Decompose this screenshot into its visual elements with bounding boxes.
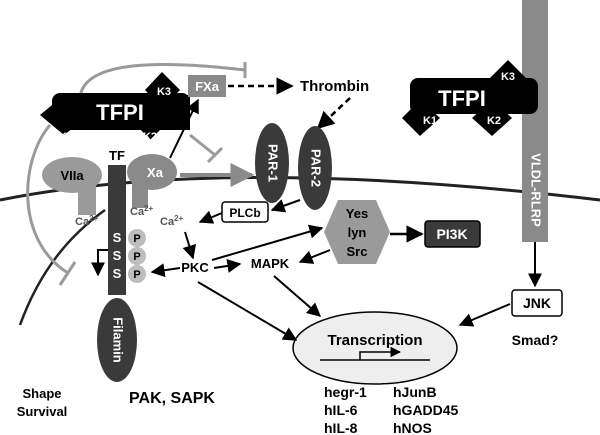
inhibition-loop-left [26, 124, 69, 275]
ca-label-1: Ca2+ [75, 214, 99, 228]
tfpi-left-title: TFPI [96, 100, 144, 125]
k2-inhibition [189, 133, 216, 157]
gene-hil6: hIL-6 [324, 402, 358, 418]
pi3k-label: PI3K [436, 226, 467, 242]
ca-label-3: Ca2+ [160, 214, 184, 228]
src-hexagon [324, 200, 390, 264]
tf-s1: S [113, 230, 122, 245]
src-line3: Src [347, 244, 368, 259]
jnk-box [511, 289, 563, 317]
xa-to-fxa-arrow [169, 98, 199, 159]
tf-label: TF [109, 148, 125, 163]
shape-label: Shape [22, 386, 61, 401]
plcb-box [221, 201, 269, 223]
pkc-to-src-arrow [211, 224, 324, 261]
k2-inhibition-bar [206, 146, 224, 164]
gene-hil8: hIL-8 [324, 420, 358, 435]
tfpi-left-k2: K2 [143, 131, 157, 143]
gene-hnos: hNOS [393, 420, 432, 435]
transcription-label: Transcription [327, 332, 422, 349]
svg-text:PAR-2: PAR-2 [309, 149, 324, 187]
tfpi-right-k2: K2 [487, 115, 501, 127]
plcb-label: PLCb [229, 206, 260, 220]
vldl-receptor [522, 0, 548, 242]
tfpi-right-title: TFPI [438, 86, 486, 111]
inhibition-bar-left [58, 261, 77, 286]
pkc-to-tf-arrow [150, 263, 181, 278]
nucleus-transcription [292, 311, 458, 385]
fxa-label: FXa [195, 79, 220, 94]
pkc-to-mapk-arrow [213, 258, 242, 273]
src-to-mapk-arrow [298, 249, 331, 264]
ca-to-pkc-arrow [182, 231, 196, 260]
filamin [97, 298, 137, 382]
plcb-to-ca-arrow [198, 210, 223, 224]
pkc-to-transcription-arrow [197, 281, 298, 341]
tfpi-right-k3: K3 [501, 71, 515, 83]
tf-s2: S [113, 248, 122, 263]
tfpi-right-k1: K1 [423, 115, 437, 127]
viia-label: VIIa [60, 168, 84, 183]
tfpi-left-k1: K1 [59, 131, 73, 143]
tf-p3 [128, 265, 146, 283]
thrombin-label: Thrombin [300, 78, 369, 95]
tfpi-left-k3: K3 [157, 86, 171, 98]
smad-label: Smad? [512, 332, 559, 348]
tfpi-left: TFPI K1 K2 K3 [40, 72, 190, 143]
promoter-arrow [359, 346, 402, 360]
jnk-to-transcription-arrow [458, 303, 511, 327]
inner-membrane-curve [18, 208, 106, 326]
survival-label: Survival [17, 404, 68, 419]
thrombin-to-par2-arrow [316, 97, 351, 130]
fxa-box [188, 75, 226, 97]
par2-to-plcb-arrow [270, 199, 301, 213]
vldl-label: VLDL-RLRP [529, 153, 544, 227]
tf-p2-label: P [133, 251, 140, 263]
src-line1: Yes [346, 206, 368, 221]
filamin-label: Filamin [111, 317, 126, 363]
svg-text:PAR-1: PAR-1 [266, 144, 281, 182]
pkc-label: PKC [181, 260, 209, 275]
gene-hjunb: hJunB [393, 384, 437, 400]
gene-hgadd45: hGADD45 [393, 402, 459, 418]
xa-factor: Xa [127, 154, 177, 208]
pi3k-box [424, 220, 481, 248]
tf-s3: S [113, 266, 122, 281]
pak-sapk-label: PAK, SAPK [129, 390, 215, 407]
gene-hegr1: hegr-1 [324, 384, 367, 400]
tf-receptor [108, 165, 126, 295]
tfpi-right: TFPI K1 K2 K3 [402, 60, 538, 136]
mapk-label: MAPK [251, 256, 290, 271]
tf-p3-label: P [133, 269, 140, 281]
par2-receptor: PAR-2 [298, 126, 332, 210]
par1-receptor: PAR-1 [255, 123, 289, 203]
tf-p1 [128, 229, 146, 247]
tf-p2 [128, 247, 146, 265]
jnk-label: JNK [523, 295, 551, 311]
xa-label: Xa [147, 165, 164, 180]
tf-p1-label: P [133, 233, 140, 245]
tf-down-arrow [91, 249, 108, 277]
inhibition-loop-top [78, 62, 246, 101]
ca-label-2: Ca2+ [130, 204, 154, 218]
src-line2: lyn [348, 225, 367, 240]
viia-factor: VIIa [42, 157, 102, 215]
mapk-to-transcription-arrow [273, 275, 322, 317]
